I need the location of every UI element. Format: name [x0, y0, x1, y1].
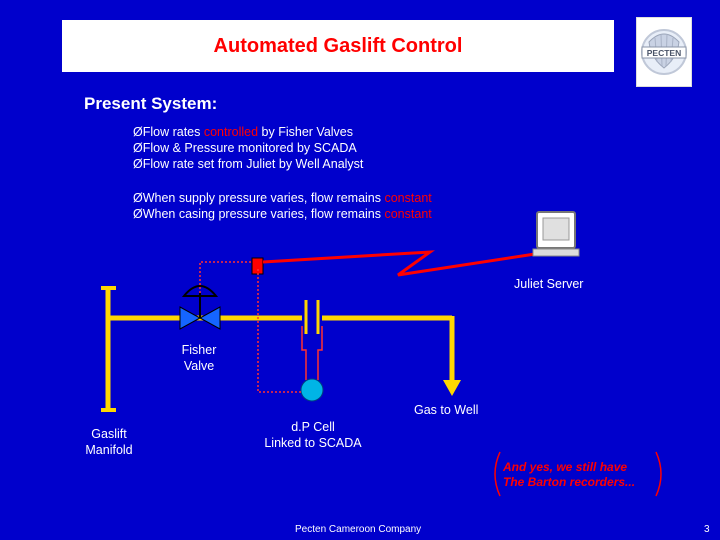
- dp-cell-icon: [300, 378, 324, 402]
- svg-text:PECTEN: PECTEN: [647, 48, 681, 58]
- gaslift-manifold-pipe: [101, 286, 116, 412]
- pecten-logo-graphic: PECTEN: [641, 29, 687, 75]
- dp-cell-tubing: [301, 326, 323, 380]
- juliet-server-label: Juliet Server: [514, 277, 584, 291]
- title-box: Automated Gaslift Control: [62, 20, 614, 72]
- bullet-item: ØWhen supply pressure varies, flow remai…: [133, 191, 432, 205]
- valve-signal-line: [199, 261, 258, 293]
- barton-recorder-note: And yes, we still have The Barton record…: [503, 460, 636, 489]
- bullet-item: ØFlow rates controlled by Fisher Valves: [133, 125, 354, 139]
- fisher-valve-label: Fisher Valve: [181, 343, 217, 373]
- computer-icon: [532, 211, 580, 257]
- slide-title: Automated Gaslift Control: [213, 34, 463, 57]
- page-number: 3: [704, 524, 710, 535]
- bullet-list: ØFlow rates controlled by Fisher Valves …: [133, 124, 432, 222]
- orifice-plate-icon: [304, 300, 320, 334]
- control-valve-icon: [179, 285, 221, 330]
- bullet-item: ØFlow rate set from Juliet by Well Analy…: [133, 157, 364, 171]
- lightning-link-icon: [262, 250, 536, 277]
- main-pipe: [108, 315, 455, 382]
- scada-signal-line: [257, 268, 301, 393]
- dp-cell-label: d.P Cell Linked to SCADA: [264, 420, 362, 450]
- bullet-item: ØWhen casing pressure varies, flow remai…: [133, 207, 432, 221]
- footer-company: Pecten Cameroon Company: [295, 524, 422, 535]
- section-heading: Present System:: [84, 94, 218, 113]
- pecten-logo: PECTEN: [636, 17, 692, 87]
- gaslift-manifold-label: Gaslift Manifold: [85, 427, 133, 457]
- signal-junction-box: [251, 257, 264, 275]
- flow-arrow-icon: [443, 380, 461, 396]
- note-brackets: [494, 451, 662, 497]
- bullet-item: ØFlow & Pressure monitored by SCADA: [133, 141, 357, 155]
- gas-to-well-label: Gas to Well: [414, 403, 479, 417]
